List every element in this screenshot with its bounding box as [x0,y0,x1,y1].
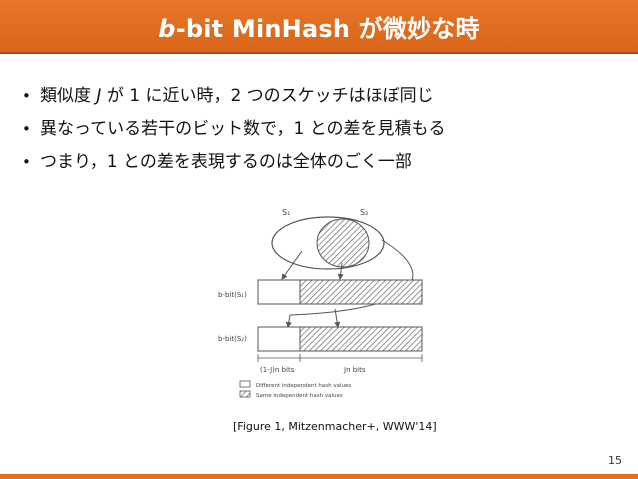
title-italic-b: b [158,14,176,43]
bullet-2-text: 異なっている若干のビット数で，1 との差を見積もる [40,119,446,139]
row1-different-block [257,279,301,305]
bullet-item-1: • 類似度 J が 1 に近い時，2 つのスケッチはほぼ同じ [18,80,446,113]
bullet-marker: • [22,87,31,105]
row-label-bbit-s1: b-bit(S₁) [218,291,247,299]
legend-label-same: Same independent hash values [256,393,343,399]
arrow-to-row2-left [285,314,292,328]
figure-caption: [Figure 1, Mitzenmacher+, WWW'14] [233,420,437,433]
page-number: 15 [608,454,622,467]
bullet-1-prefix: 類似度 [40,86,97,106]
bullet-1-italic-j: J [96,86,102,106]
row1-same-block [299,279,423,305]
overlap-hatched-ellipse [316,218,370,268]
bullet-list: • 類似度 J が 1 に近い時，2 つのスケッチはほぼ同じ • 異なっている若… [18,80,446,179]
footer-line [0,474,638,479]
set-label-s1: S₁ [282,208,290,217]
legend-swatch-same [239,390,251,398]
row2-different-block [257,326,301,352]
title-rest: -bit MinHash が微妙な時 [175,14,480,43]
set-label-s2: S₂ [360,208,368,217]
row-label-bbit-s2: b-bit(S₂) [218,335,247,343]
width-label-right: Jn bits [343,366,366,374]
bullet-item-2: • 異なっている若干のビット数で，1 との差を見積もる [18,113,446,146]
legend-swatch-different [239,380,251,388]
arrow-to-row1-right [337,262,344,280]
row2-same-block [299,326,423,352]
bullet-item-3: • つまり，1 との差を表現するのは全体のごく一部 [18,146,446,179]
bullet-1-suffix: が 1 に近い時，2 つのスケッチはほぼ同じ [101,86,434,106]
title-bar: b-bit MinHash が微妙な時 [0,0,638,54]
bbit-minhash-figure: S₁ S₂ b-bit(S₁) b-bit(S₂) (1-J)n bits Jn… [218,208,423,399]
arrow-to-row2-right [334,308,341,328]
bullet-marker: • [22,153,31,171]
width-label-left: (1-J)n bits [260,366,295,374]
bullet-marker: • [22,120,31,138]
legend-label-different: Different independent hash values [256,383,351,389]
arrow-to-row1-left [281,250,303,280]
bullet-3-text: つまり，1 との差を表現するのは全体のごく一部 [40,152,412,172]
slide-title: b-bit MinHash が微妙な時 [158,9,479,44]
